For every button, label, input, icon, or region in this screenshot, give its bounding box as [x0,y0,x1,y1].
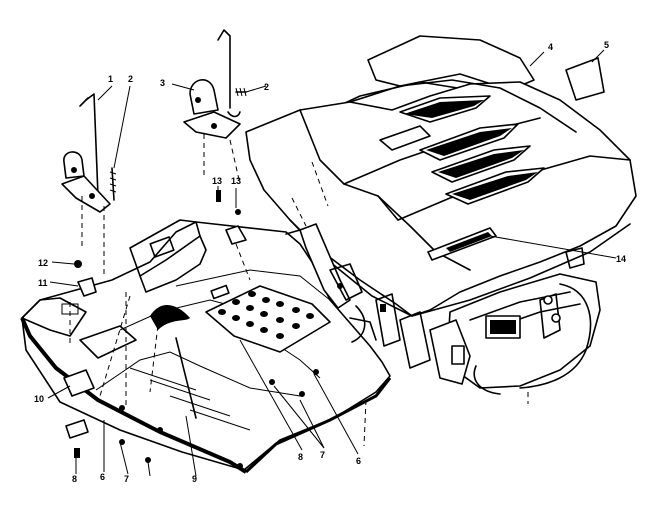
callout-6-left: 6 [100,472,105,482]
callout-9: 9 [192,474,197,484]
callout-13-right: 13 [231,176,241,186]
callout-8-left: 8 [72,474,77,484]
callout-12: 12 [38,258,48,268]
foot-plate [205,284,331,353]
callout-7-left: 7 [124,474,129,484]
hardware [63,190,247,463]
callout-11: 11 [38,278,48,288]
callout-5: 5 [604,40,609,50]
lever-assembly-top [183,29,247,139]
leader-lines [47,49,617,477]
callout-10: 10 [34,394,44,404]
callout-1: 1 [108,74,113,84]
callout-2-top: 2 [264,82,269,92]
steering-linkage [285,223,377,343]
callout-4: 4 [548,42,553,52]
callout-2-left: 2 [128,74,133,84]
engine-assembly [375,247,601,395]
callout-8-right: 8 [298,452,303,462]
floor-pan [20,219,392,474]
callout-13-left: 13 [212,176,222,186]
part-5-plate [565,57,605,101]
callout-3: 3 [160,78,165,88]
callout-7-right: 7 [320,450,325,460]
callout-labels: 1 2 3 2 4 5 14 13 13 12 11 10 8 6 7 9 8 … [34,40,626,484]
lever-assembly-left [61,93,117,213]
callout-14: 14 [616,254,626,264]
hood-cover [245,35,637,317]
callout-6-right: 6 [356,456,361,466]
